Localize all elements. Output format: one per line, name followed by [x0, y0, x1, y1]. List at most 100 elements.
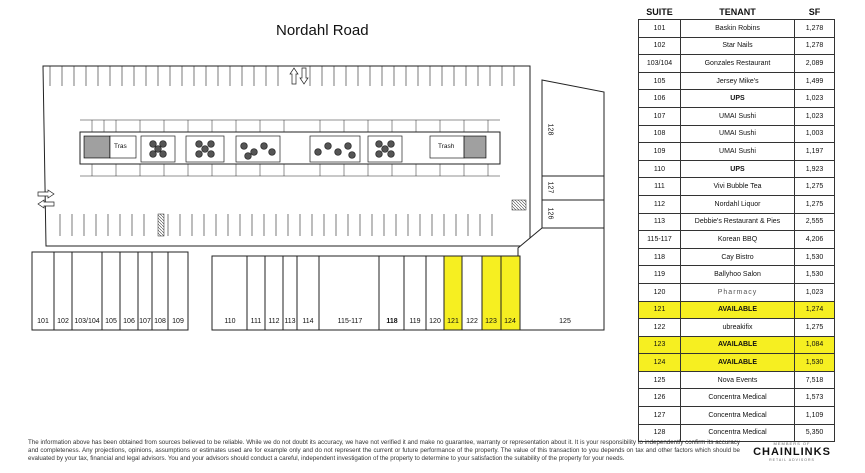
suite-cell: 121 — [638, 300, 681, 320]
sf-cell: 1,275 — [794, 318, 835, 337]
sf-cell: 1,023 — [794, 89, 835, 108]
retail-building-west — [31, 251, 189, 331]
sf-cell: 1,084 — [794, 335, 835, 355]
disclaimer-text: The information above has been obtained … — [28, 439, 740, 462]
suite-cell: 103/104 — [638, 54, 681, 73]
suite-label-118: 118 — [386, 318, 398, 325]
header-tenant: TENANT — [719, 7, 756, 17]
suite-label-128: 128 — [546, 123, 554, 136]
tenant-cell: Debbie's Restaurant & Pies — [680, 212, 795, 232]
tenant-cell: UPS — [680, 159, 795, 179]
tenant-cell: Jersey Mike's — [680, 71, 795, 91]
suite-cell: 111 — [638, 177, 681, 196]
suite-label-114: 114 — [302, 318, 314, 325]
tenant-cell: Gonzales Restaurant — [680, 54, 795, 73]
suite-label-108: 108 — [154, 318, 166, 325]
sf-cell: 2,089 — [794, 54, 835, 73]
suite-cell: 110 — [638, 159, 681, 179]
suite-label-123: 123 — [485, 318, 497, 325]
sf-cell: 1,109 — [794, 406, 835, 425]
suite-label-101: 101 — [37, 318, 49, 325]
header-sf: SF — [808, 7, 821, 17]
trash-label-left: Tras — [114, 143, 127, 150]
tenant-cell: Concentra Medical — [680, 406, 795, 425]
suite-cell: 127 — [638, 406, 681, 425]
sf-cell: 1,197 — [794, 142, 835, 161]
suite-label-125: 125 — [559, 318, 571, 325]
sf-cell: 1,530 — [794, 247, 835, 267]
suite-label-107: 107 — [139, 318, 151, 325]
tenant-cell: AVAILABLE — [680, 300, 795, 320]
logo-sub-text: RETAIL ADVISORS — [769, 458, 815, 462]
suite-label-112: 112 — [268, 318, 280, 325]
suite-cell: 120 — [638, 282, 681, 302]
suite-label-111: 111 — [250, 318, 262, 325]
sf-cell: 1,530 — [794, 353, 835, 372]
trash-enclosure-right — [429, 135, 487, 159]
suite-cell: 119 — [638, 265, 681, 284]
sf-cell: 1,275 — [794, 177, 835, 196]
tenant-cell: Nordahl Liquor — [680, 194, 795, 214]
suite-cell: 108 — [638, 124, 681, 144]
sf-cell: 1,530 — [794, 265, 835, 284]
tenant-cell: UMAI Sushi — [680, 106, 795, 126]
suite-label-122: 122 — [466, 318, 478, 325]
suite-label-121: 121 — [447, 318, 459, 325]
tenant-cell: Baskin Robins — [680, 19, 795, 38]
tenant-cell: Vivi Bubble Tea — [680, 177, 795, 196]
tenant-cell: Star Nails — [680, 36, 795, 56]
site-plan — [31, 65, 605, 331]
tenant-cell: Pharmacy — [680, 282, 795, 302]
suite-cell: 122 — [638, 318, 681, 337]
suite-cell: 125 — [638, 370, 681, 390]
sf-cell: 1,278 — [794, 36, 835, 56]
sf-cell: 1,573 — [794, 388, 835, 408]
sf-cell: 1,023 — [794, 106, 835, 126]
sf-cell: 1,499 — [794, 71, 835, 91]
suite-cell: 109 — [638, 142, 681, 161]
tenant-cell: Ballyhoo Salon — [680, 265, 795, 284]
suite-cell: 107 — [638, 106, 681, 126]
suite-cell: 101 — [638, 19, 681, 38]
suite-label-127: 127 — [546, 181, 554, 194]
tenant-cell: Concentra Medical — [680, 423, 795, 443]
logo-name: CHAINLINKS — [753, 446, 831, 458]
sf-cell: 5,350 — [794, 423, 835, 443]
road-name: Nordahl Road — [276, 22, 369, 39]
trash-label-right: Trash — [438, 143, 455, 150]
chainlinks-logo: MEMBERS OF CHAINLINKS RETAIL ADVISORS — [752, 441, 832, 462]
suite-label-106: 106 — [123, 318, 135, 325]
suite-label-102: 102 — [57, 318, 69, 325]
tenant-cell: ubreakifix — [680, 318, 795, 337]
sf-cell: 7,518 — [794, 370, 835, 390]
tenant-table-header: SUITE TENANT SF — [639, 5, 835, 20]
sf-cell: 1,278 — [794, 19, 835, 38]
sf-cell: 2,555 — [794, 212, 835, 232]
suite-cell: 118 — [638, 247, 681, 267]
suite-label-110: 110 — [224, 318, 236, 325]
suite-cell: 124 — [638, 353, 681, 372]
sf-cell: 4,206 — [794, 230, 835, 249]
suite-cell: 106 — [638, 89, 681, 108]
tenant-cell: UPS — [680, 89, 795, 108]
sf-cell: 1,275 — [794, 194, 835, 214]
tenant-cell: AVAILABLE — [680, 335, 795, 355]
